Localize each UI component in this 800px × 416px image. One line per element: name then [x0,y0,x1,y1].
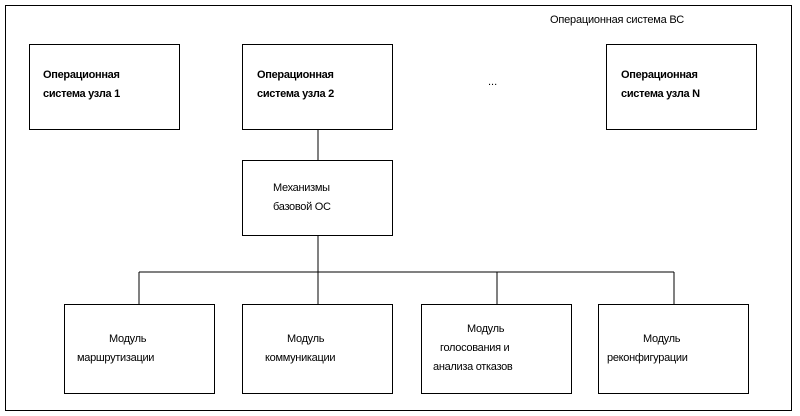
node-os-2-line2: система узла 2 [257,88,334,100]
module-voting-line1: Модуль [467,323,505,335]
module-voting-box [421,304,572,394]
module-routing-line2: маршрутизации [77,352,155,364]
node-os-n-line1: Операционная [621,69,698,81]
node-os-2-label: Операционная система узла 2 [257,66,334,104]
module-reconfiguration-box [598,304,749,394]
node-os-2-box [242,44,393,130]
module-routing-label: Модуль маршрутизации [77,330,154,368]
module-routing-box [64,304,215,394]
nodes-ellipsis: ... [488,76,498,88]
node-os-n-line2: система узла N [621,88,700,100]
module-voting-line2: голосования и [440,342,510,354]
module-communication-label: Модуль коммуникации [265,330,335,368]
node-os-1-line1: Операционная [43,69,120,81]
module-reconfiguration-line2: реконфигурации [607,352,688,364]
base-os-line2: базовой ОС [273,201,331,213]
module-routing-line1: Модуль [109,333,147,345]
node-os-1-label: Операционная система узла 1 [43,66,120,104]
node-os-1-line2: система узла 1 [43,88,120,100]
module-reconfiguration-label: Модуль реконфигурации [607,330,688,368]
outer-system-title: Операционная система ВС [550,14,684,26]
module-voting-label: Модуль голосования и анализа отказов [433,320,513,377]
module-reconfiguration-line1: Модуль [643,333,681,345]
base-os-label: Механизмы базовой ОС [273,179,331,217]
node-os-1-box [29,44,180,130]
base-os-line1: Механизмы [273,182,330,194]
node-os-n-label: Операционная система узла N [621,66,700,104]
module-communication-box [242,304,393,394]
module-voting-line3: анализа отказов [433,361,513,373]
module-communication-line1: Модуль [287,333,325,345]
module-communication-line2: коммуникации [265,352,336,364]
node-os-n-box [606,44,757,130]
node-os-2-line1: Операционная [257,69,334,81]
base-os-box [242,160,393,236]
outer-system-frame [5,5,792,411]
